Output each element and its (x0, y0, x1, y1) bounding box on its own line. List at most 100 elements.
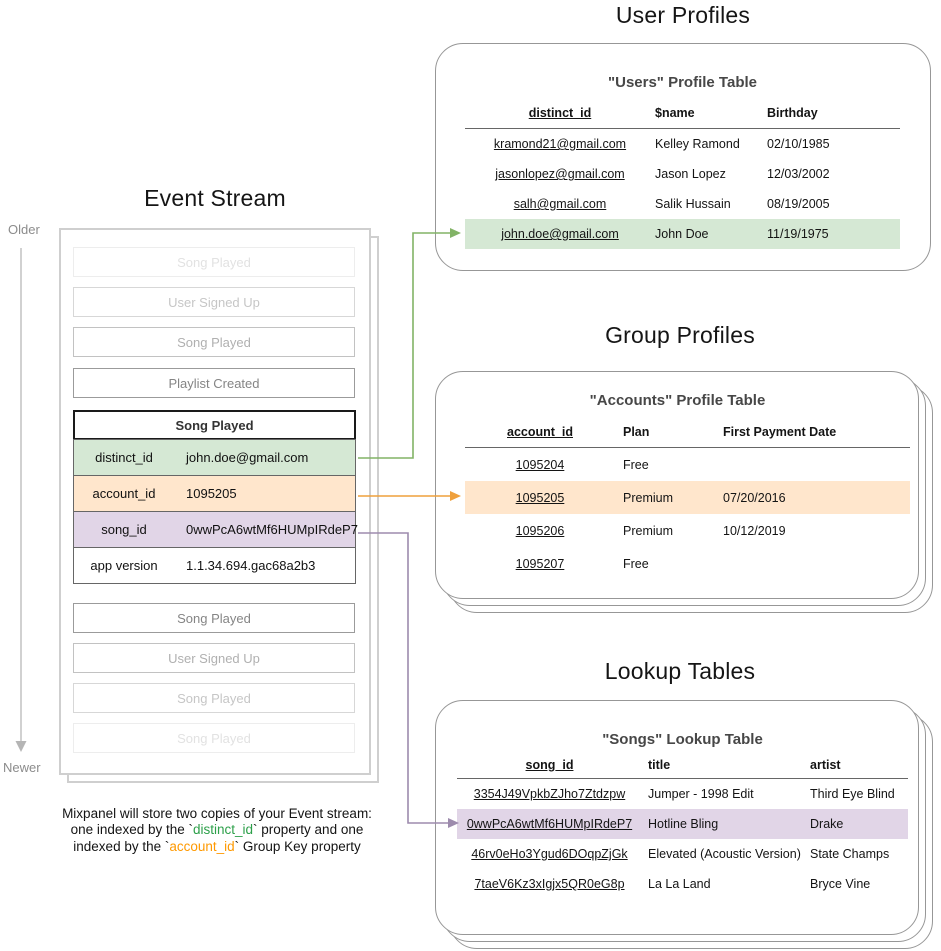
event-label: User Signed Up (168, 650, 260, 666)
prop-key: account_id (92, 486, 156, 501)
table-row: jasonlopez@gmail.com Jason Lopez 12/03/2… (465, 159, 900, 189)
cell-birthday: 02/10/1985 (767, 137, 830, 151)
cell-name: John Doe (655, 227, 709, 241)
event-box-song-played-1: Song Played (73, 247, 355, 277)
caption-distinct-id: distinct_id (192, 822, 254, 838)
cell-title: La La Land (648, 877, 711, 891)
column-header-account-id: account_id (507, 424, 573, 439)
event-prop-song-id: song_id 0wwPcA6wtMf6HUMpIRdeP7 (73, 511, 358, 548)
table-row: 1095206 Premium 10/12/2019 (465, 514, 910, 547)
event-box-user-signed-up-1: User Signed Up (73, 287, 355, 317)
older-label: Older (8, 222, 40, 237)
caption-account-id: account_id (169, 838, 235, 854)
caption-line2-post: ` property and one (253, 822, 364, 838)
cell-account-id: 1095204 (515, 457, 565, 472)
group-profiles-title: Group Profiles (605, 322, 755, 348)
cell-birthday: 12/03/2002 (767, 167, 830, 181)
cell-artist: Drake (810, 817, 844, 831)
cell-account-id: 1095206 (515, 523, 565, 538)
table-row: 3354J49VpkbZJho7Ztdzpw Jumper - 1998 Edi… (457, 779, 908, 809)
cell-distinct-id: john.doe@gmail.com (501, 227, 619, 241)
column-header-artist: artist (810, 758, 841, 772)
table-row-highlighted: 1095205 Premium 07/20/2016 (465, 481, 910, 514)
column-header-first-payment-date: First Payment Date (723, 424, 837, 439)
column-header-birthday: Birthday (767, 106, 818, 120)
event-box-song-played-2: Song Played (73, 327, 355, 357)
accounts-table-title: "Accounts" Profile Table (589, 392, 766, 409)
cell-title: Elevated (Acoustic Version) (648, 847, 801, 861)
column-header-title: title (648, 758, 671, 772)
cell-artist: Bryce Vine (810, 877, 871, 891)
event-box-song-played-5: Song Played (73, 723, 355, 753)
users-table-header: distinct_id $name Birthday (465, 98, 900, 129)
cell-distinct-id: jasonlopez@gmail.com (495, 167, 625, 181)
cell-plan: Free (623, 457, 649, 472)
songs-table: song_id title artist 3354J49VpkbZJho7Ztd… (457, 752, 908, 899)
cell-name: Jason Lopez (655, 167, 726, 181)
event-box-user-signed-up-2: User Signed Up (73, 643, 355, 673)
event-prop-distinct-id: distinct_id john.doe@gmail.com (73, 439, 356, 476)
caption-line1: Mixpanel will store two copies of your E… (62, 806, 372, 821)
cell-account-id: 1095205 (515, 490, 565, 505)
mixpanel-caption: Mixpanel will store two copies of your E… (16, 806, 418, 855)
event-label: Song Played (177, 610, 251, 626)
songs-table-header: song_id title artist (457, 752, 908, 779)
table-row: salh@gmail.com Salik Hussain 08/19/2005 (465, 189, 900, 219)
prop-key: app version (90, 558, 158, 573)
event-prop-account-id: account_id 1095205 (73, 475, 356, 512)
caption-line3-pre: indexed by the ` (73, 838, 170, 854)
accounts-table-header: account_id Plan First Payment Date (465, 416, 910, 448)
event-label: Song Played (177, 254, 251, 270)
expanded-event-title: Song Played (73, 410, 356, 440)
table-row: 46rv0eHo3Ygud6DOqpZjGk Elevated (Acousti… (457, 839, 908, 869)
prop-value: 1.1.34.694.gac68a2b3 (186, 558, 316, 573)
cell-plan: Free (623, 556, 649, 571)
cell-birthday: 11/19/1975 (767, 227, 829, 241)
cell-song-id: 7taeV6Kz3xIgjx5QR0eG8p (474, 877, 625, 891)
column-header-name: $name (655, 106, 695, 120)
cell-first-payment-date: 07/20/2016 (723, 490, 786, 505)
cell-first-payment-date: 10/12/2019 (723, 523, 786, 538)
cell-song-id: 3354J49VpkbZJho7Ztdzpw (473, 787, 626, 801)
table-row-highlighted: 0wwPcA6wtMf6HUMpIRdeP7 Hotline Bling Dra… (457, 809, 908, 839)
expanded-event-card: Song Played distinct_id john.doe@gmail.c… (73, 410, 358, 584)
cell-song-id: 0wwPcA6wtMf6HUMpIRdeP7 (466, 817, 633, 831)
prop-value: 1095205 (186, 486, 237, 501)
cell-distinct-id: kramond21@gmail.com (493, 137, 627, 151)
prop-value: john.doe@gmail.com (186, 450, 309, 465)
songs-table-title: "Songs" Lookup Table (602, 731, 763, 748)
cell-plan: Premium (623, 490, 674, 505)
table-row-highlighted: john.doe@gmail.com John Doe 11/19/1975 (465, 219, 900, 249)
cell-artist: Third Eye Blind (810, 787, 895, 801)
cell-birthday: 08/19/2005 (767, 197, 830, 211)
event-label: Song Played (177, 690, 251, 706)
event-prop-app-version: app version 1.1.34.694.gac68a2b3 (73, 547, 356, 584)
timeline-arrow (15, 248, 27, 752)
cell-account-id: 1095207 (515, 556, 565, 571)
user-profiles-title: User Profiles (615, 2, 751, 28)
cell-title: Hotline Bling (648, 817, 719, 831)
column-header-distinct-id: distinct_id (528, 106, 592, 120)
caption-line3-post: ` Group Key property (234, 838, 361, 854)
prop-value: 0wwPcA6wtMf6HUMpIRdeP7 (186, 522, 358, 537)
cell-name: Kelley Ramond (655, 137, 740, 151)
accounts-table: account_id Plan First Payment Date 10952… (465, 416, 910, 580)
event-label: Song Played (177, 730, 251, 746)
prop-key: distinct_id (95, 450, 153, 465)
users-table-title: "Users" Profile Table (608, 74, 757, 91)
lookup-tables-title: Lookup Tables (604, 658, 756, 684)
cell-song-id: 46rv0eHo3Ygud6DOqpZjGk (471, 847, 628, 861)
cell-artist: State Champs (810, 847, 890, 861)
table-row: 7taeV6Kz3xIgjx5QR0eG8p La La Land Bryce … (457, 869, 908, 899)
table-row: 1095204 Free (465, 448, 910, 481)
event-label: User Signed Up (168, 294, 260, 310)
event-label: Song Played (177, 334, 251, 350)
column-header-plan: Plan (623, 424, 650, 439)
table-row: 1095207 Free (465, 547, 910, 580)
users-table: distinct_id $name Birthday kramond21@gma… (465, 98, 900, 249)
event-box-song-played-3: Song Played (73, 603, 355, 633)
event-label: Playlist Created (168, 375, 260, 391)
event-stream-title: Event Stream (144, 185, 286, 211)
caption-line2-pre: one indexed by the ` (70, 822, 193, 838)
